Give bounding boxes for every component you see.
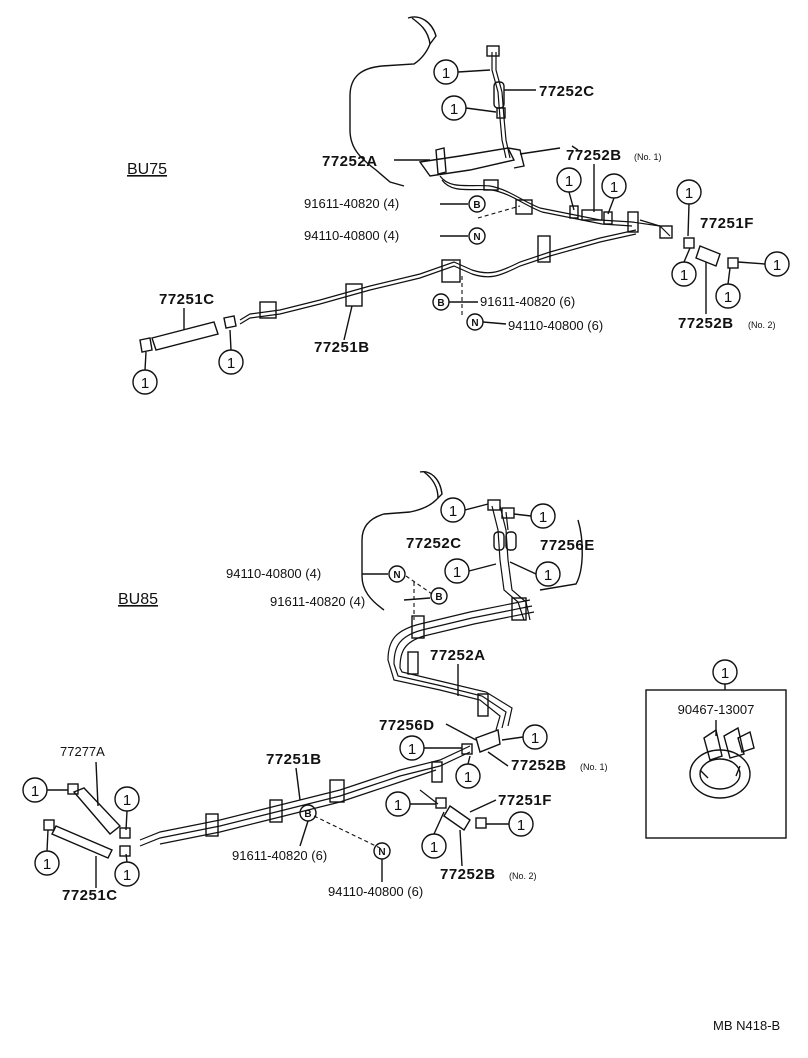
svg-text:N: N bbox=[473, 232, 480, 243]
drawing-code: MB N418-B bbox=[713, 1018, 780, 1033]
svg-text:B: B bbox=[437, 298, 444, 309]
label-77251c: 77251C bbox=[159, 291, 215, 308]
svg-text:1: 1 bbox=[680, 267, 688, 284]
ref-nut-6: 94110-40800 (6) bbox=[508, 318, 603, 333]
ref-bolt-4: 91611-40820 (4) bbox=[304, 196, 399, 211]
svg-text:1: 1 bbox=[141, 375, 149, 392]
hose-clamp-icon bbox=[689, 726, 755, 799]
svg-text:1: 1 bbox=[517, 817, 525, 834]
label-77251b: 77251B bbox=[314, 339, 370, 356]
clamp-legend: 1 90467-13007 bbox=[645, 659, 787, 839]
fuel-tank-outline bbox=[349, 16, 437, 187]
section-title-bu75: BU75 bbox=[127, 161, 167, 178]
hose-77277a bbox=[72, 787, 122, 835]
hose-77251c bbox=[151, 321, 219, 351]
svg-text:(No. 2): (No. 2) bbox=[748, 320, 776, 330]
svg-text:1: 1 bbox=[43, 856, 51, 873]
svg-text:1: 1 bbox=[453, 564, 461, 581]
legend-part-number: 90467-13007 bbox=[678, 702, 755, 717]
svg-text:N: N bbox=[378, 847, 385, 858]
fuel-main-line-rear bbox=[439, 175, 661, 227]
ref-bolt-6-bu85: 91611-40820 (6) bbox=[232, 848, 327, 863]
label-77252c-bu85: 77252C bbox=[406, 535, 462, 552]
ref-bolt-6: 91611-40820 (6) bbox=[480, 294, 575, 309]
svg-text:1: 1 bbox=[449, 503, 457, 520]
svg-text:1: 1 bbox=[450, 101, 458, 118]
label-77251c-bu85: 77251C bbox=[62, 887, 118, 904]
svg-text:1: 1 bbox=[721, 665, 729, 682]
bracket-77252a bbox=[418, 147, 516, 177]
legend-box bbox=[645, 689, 787, 839]
svg-text:B: B bbox=[473, 200, 480, 211]
svg-text:1: 1 bbox=[408, 741, 416, 758]
label-77252b-no2: 77252B bbox=[678, 315, 734, 332]
svg-text:1: 1 bbox=[442, 65, 450, 82]
ref-bolt-4-bu85: 91611-40820 (4) bbox=[270, 594, 365, 609]
svg-text:1: 1 bbox=[31, 783, 39, 800]
svg-text:B: B bbox=[304, 809, 311, 820]
hose-77256d bbox=[475, 729, 501, 753]
svg-text:(No. 1): (No. 1) bbox=[634, 152, 662, 162]
label-77256d: 77256D bbox=[379, 717, 435, 734]
ref-nut-6-bu85: 94110-40800 (6) bbox=[328, 884, 423, 899]
svg-text:1: 1 bbox=[685, 185, 693, 202]
label-77256e: 77256E bbox=[540, 537, 595, 554]
fuel-tank-outline-bu85 bbox=[361, 471, 443, 611]
label-77252c: 77252C bbox=[539, 83, 595, 100]
callout-clamp: 1 1 1 1 1 1 1 1 1 1 bbox=[132, 59, 790, 395]
label-77251f: 77251F bbox=[700, 215, 754, 232]
filler-pipe bbox=[491, 52, 507, 159]
svg-text:1: 1 bbox=[464, 769, 472, 786]
svg-text:1: 1 bbox=[123, 792, 131, 809]
svg-text:1: 1 bbox=[565, 173, 573, 190]
label-77252a-bu85: 77252A bbox=[430, 647, 486, 664]
fuel-line-bundle bbox=[387, 599, 531, 731]
svg-text:1: 1 bbox=[227, 355, 235, 372]
ref-nut-4-bu85: 94110-40800 (4) bbox=[226, 566, 321, 581]
svg-text:1: 1 bbox=[773, 257, 781, 274]
label-77277a: 77277A bbox=[60, 744, 105, 759]
svg-text:N: N bbox=[471, 318, 478, 329]
label-77252b-no2-bu85: 77252B bbox=[440, 866, 496, 883]
section-bu75: BU75 bbox=[127, 16, 790, 395]
svg-text:1: 1 bbox=[430, 839, 438, 856]
svg-text:N: N bbox=[393, 570, 400, 581]
svg-text:1: 1 bbox=[123, 867, 131, 884]
label-77252b-no1: 77252B bbox=[566, 147, 622, 164]
label-77251b-bu85: 77251B bbox=[266, 751, 322, 768]
svg-text:B: B bbox=[435, 592, 442, 603]
fuel-main-line-front bbox=[239, 229, 637, 321]
svg-text:(No. 1): (No. 1) bbox=[580, 762, 608, 772]
svg-text:1: 1 bbox=[724, 289, 732, 306]
ref-nut-4: 94110-40800 (4) bbox=[304, 228, 399, 243]
section-bu85: BU85 bbox=[22, 471, 608, 904]
label-77252b-no1-bu85: 77252B bbox=[511, 757, 567, 774]
section-title-bu85: BU85 bbox=[118, 591, 158, 608]
svg-text:1: 1 bbox=[610, 179, 618, 196]
svg-text:1: 1 bbox=[531, 730, 539, 747]
hose-77252b-no2 bbox=[695, 245, 721, 267]
svg-text:1: 1 bbox=[394, 797, 402, 814]
label-77251f-bu85: 77251F bbox=[498, 792, 552, 809]
label-77252a: 77252A bbox=[322, 153, 378, 170]
hose-77252b-no2-bu85 bbox=[443, 804, 471, 832]
svg-text:1: 1 bbox=[539, 509, 547, 526]
svg-text:(No. 2): (No. 2) bbox=[509, 871, 537, 881]
hose-77251c-bu85 bbox=[51, 825, 113, 859]
svg-text:1: 1 bbox=[544, 567, 552, 584]
